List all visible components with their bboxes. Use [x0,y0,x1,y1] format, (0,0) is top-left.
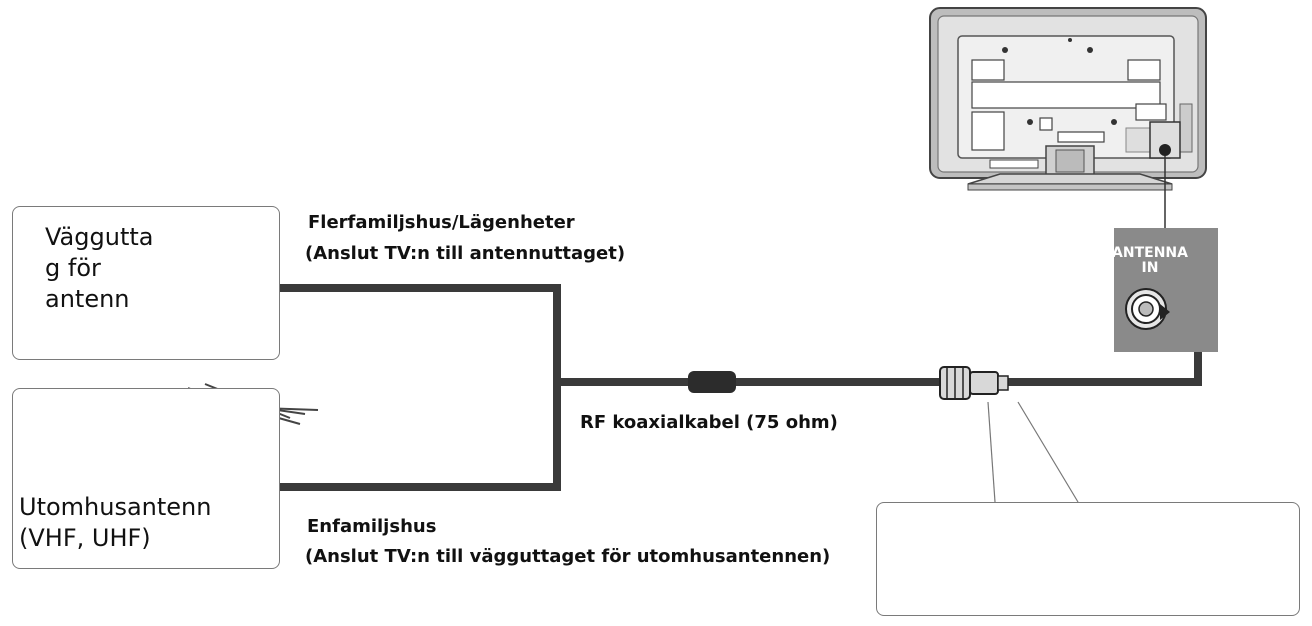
antenna-in-jack [1125,288,1167,330]
multifamily-title: Flerfamiljshus/Lägenheter [308,212,575,233]
f-connector [939,366,1009,400]
antenna-in-panel [1114,228,1218,352]
singlefamily-subtitle: (Anslut TV:n till vägguttaget för utomhu… [305,546,831,567]
zoom-inset-box [876,502,1300,616]
ferrite-core [688,371,736,393]
outdoor-antenna-label: Utomhusantenn (VHF, UHF) [19,493,212,552]
wall-socket-box [12,206,280,360]
singlefamily-title: Enfamiljshus [307,516,437,537]
wall-socket-label: Väggutta g för antenn [45,223,154,313]
multifamily-subtitle: (Anslut TV:n till antennuttaget) [305,243,626,264]
outdoor-antenna-box [12,388,280,569]
antenna-in-label: ANTENNA IN [1112,245,1188,276]
cable-label: RF koaxialkabel (75 ohm) [580,412,838,433]
tv-rear-graphic [929,7,1207,228]
